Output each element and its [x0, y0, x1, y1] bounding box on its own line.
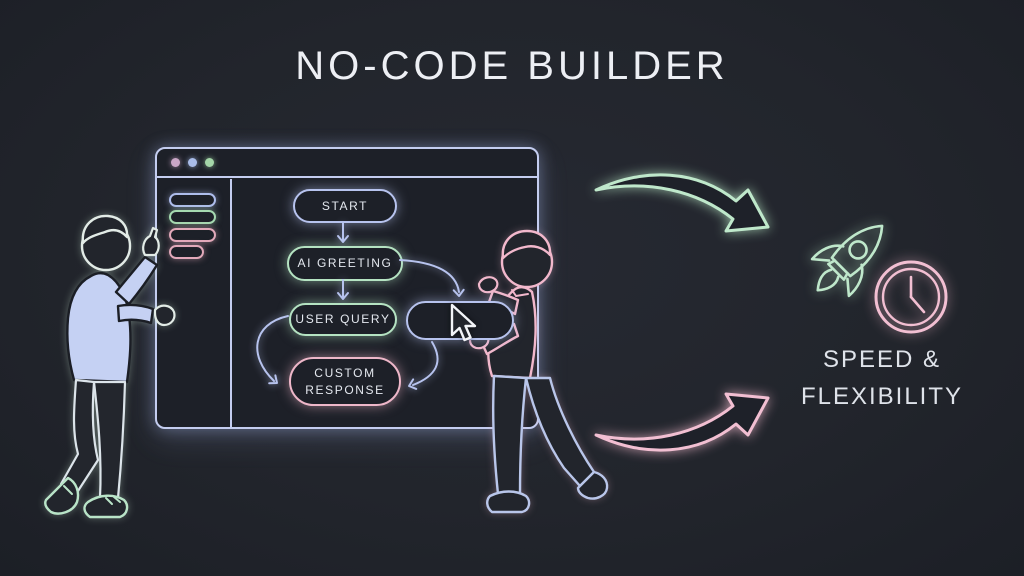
flow-node-user-query: USER QUERY — [289, 303, 397, 336]
swoosh-arrow-pink-icon — [594, 392, 770, 452]
rocket-icon — [810, 224, 884, 298]
person-right-illustration — [468, 229, 609, 514]
page-title: NO-CODE BUILDER — [295, 44, 729, 88]
cursor-icon — [450, 303, 477, 342]
benefit-label: SPEED & FLEXIBILITY — [800, 346, 964, 410]
window-dot-green — [205, 158, 214, 167]
flow-node-dragged — [406, 301, 514, 340]
clock-icon — [874, 260, 948, 334]
window-dot-pink — [171, 158, 180, 167]
sidebar-bar — [169, 244, 204, 259]
window-dot-lavender — [188, 158, 197, 167]
sidebar-bar — [169, 192, 216, 207]
window-sidebar — [157, 178, 232, 427]
flow-node-custom-response: CUSTOM RESPONSE — [289, 357, 401, 406]
window-titlebar — [157, 149, 537, 178]
person-left-illustration — [44, 214, 176, 519]
sidebar-bar — [169, 209, 216, 224]
sidebar-bar — [169, 227, 216, 242]
flow-connector-arrows — [256, 222, 465, 390]
flow-node-start: START — [293, 189, 397, 223]
swoosh-arrow-green-icon — [594, 173, 770, 233]
flow-node-ai-greeting: AI GREETING — [287, 246, 403, 281]
